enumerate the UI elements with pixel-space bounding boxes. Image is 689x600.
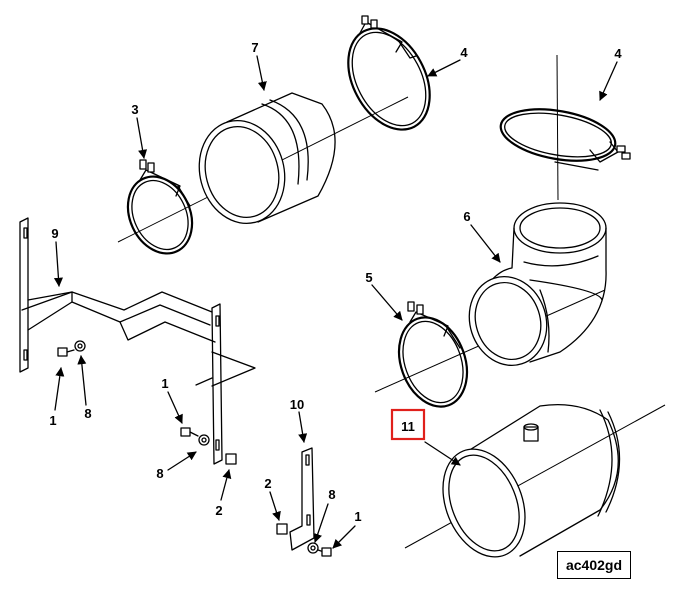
- tube-11: [442, 403, 621, 558]
- callout-4-upper: 4: [460, 45, 468, 60]
- clamp-5: [397, 301, 469, 408]
- callout-1-middle: 1: [161, 376, 168, 391]
- leader-arrows: [53, 55, 618, 549]
- tube-7: [198, 92, 336, 225]
- elbow-6: [468, 202, 607, 367]
- callout-labels: 7 4 4 3 6 9 5 1 8 1 8 2 10 11 2 8 1: [49, 40, 622, 524]
- callout-4-right: 4: [614, 46, 622, 61]
- callout-2-middle: 2: [215, 503, 222, 518]
- callout-1-left: 1: [49, 413, 56, 428]
- callout-11-highlight: [390, 408, 426, 441]
- callout-10: 10: [290, 397, 304, 412]
- clamp-4-upper: [347, 15, 431, 131]
- clamp-4-right: [499, 108, 631, 171]
- callout-2-lower: 2: [264, 476, 271, 491]
- callout-7: 7: [251, 40, 258, 55]
- callout-8-left: 8: [84, 406, 91, 421]
- callout-9: 9: [51, 226, 58, 241]
- drawing-reference-id: ac402gd: [557, 551, 631, 579]
- callout-8-lower: 8: [328, 487, 335, 502]
- callout-8-middle: 8: [156, 466, 163, 481]
- callout-6: 6: [463, 209, 470, 224]
- callout-11: 11: [401, 419, 415, 434]
- callout-5: 5: [365, 270, 372, 285]
- clamp-3: [126, 159, 194, 255]
- callout-3: 3: [131, 102, 138, 117]
- callout-1-lower: 1: [354, 509, 361, 524]
- fasteners: [57, 340, 332, 557]
- bracket-9: [19, 217, 256, 465]
